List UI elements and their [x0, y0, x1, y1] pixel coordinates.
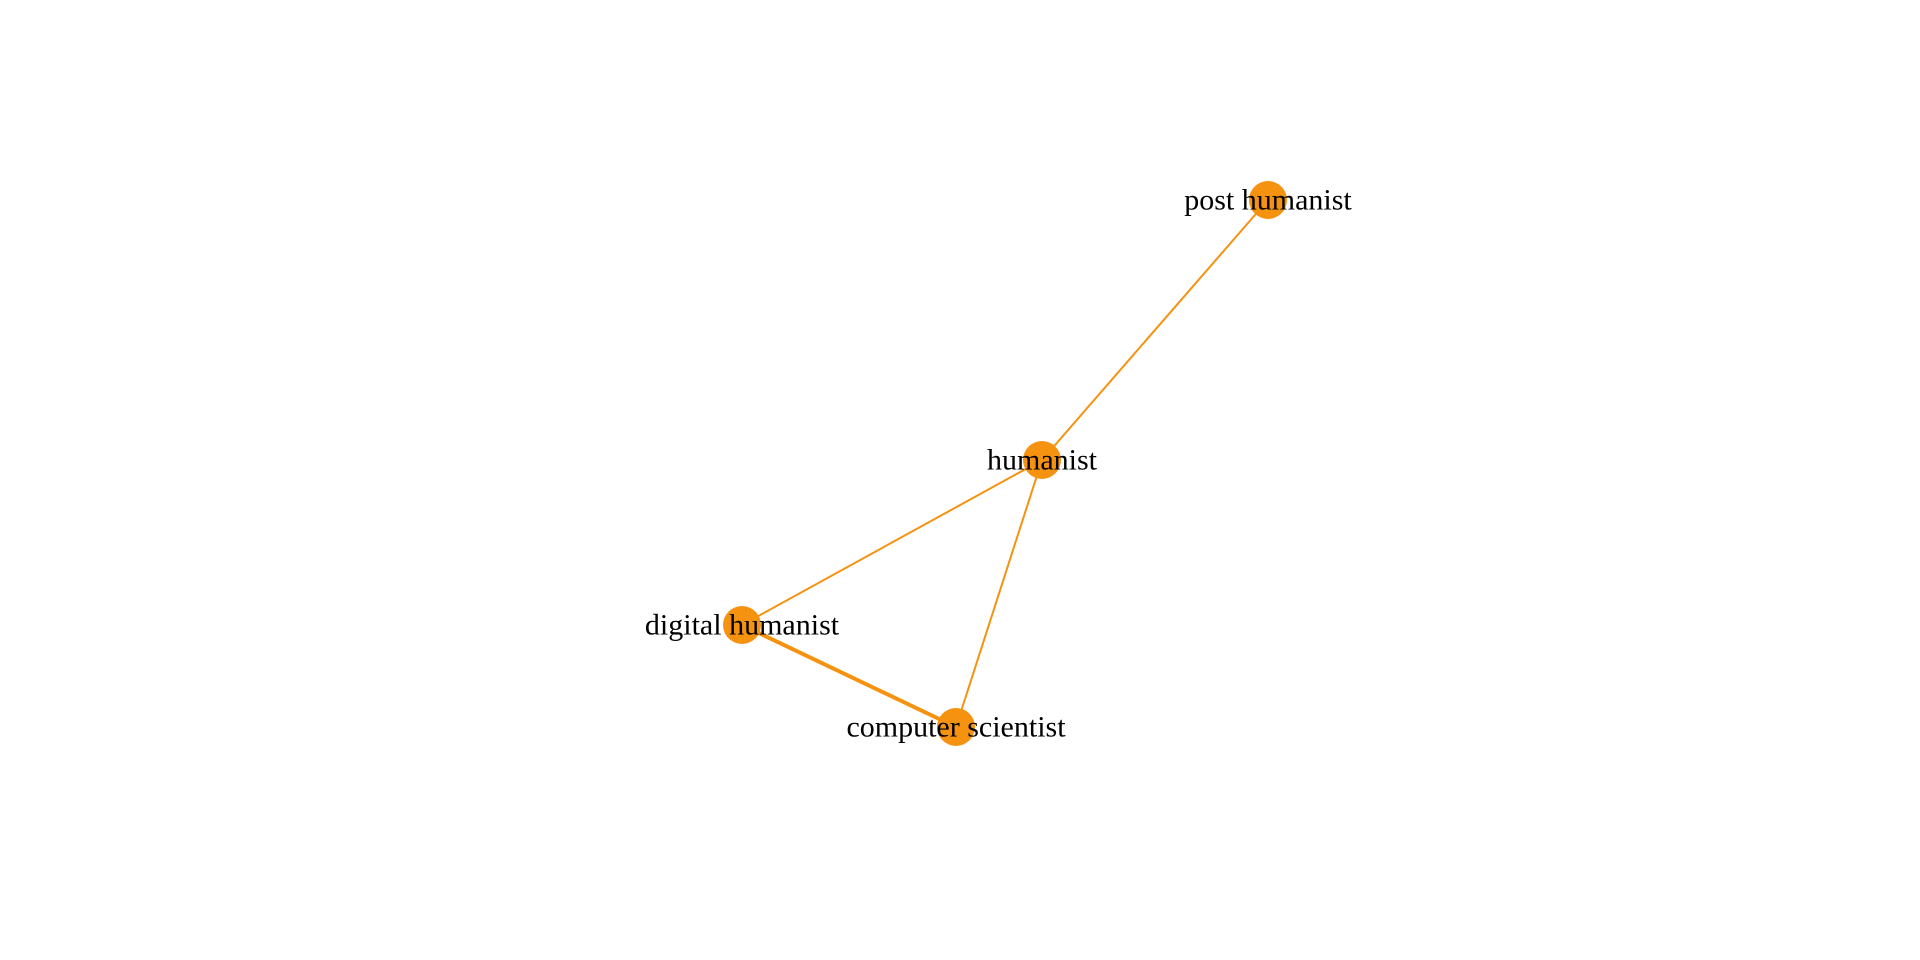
- node-label-computer-scientist: computer scientist: [846, 711, 1066, 744]
- edge-digital-humanist-computer-scientist: [741, 623, 957, 729]
- node-humanist: [1023, 441, 1061, 479]
- node-label-digital-humanist: digital humanist: [645, 609, 840, 642]
- edges-layer: [741, 199, 1269, 729]
- edge-humanist-post-humanist: [1041, 199, 1269, 461]
- edge-humanist-digital-humanist: [741, 459, 1043, 626]
- nodes-layer: [723, 181, 1287, 746]
- labels-layer: post humanist humanist digital humanist com…: [645, 184, 1352, 744]
- edge-humanist-computer-scientist: [955, 459, 1043, 728]
- node-label-post-humanist: post humanist: [1184, 184, 1352, 217]
- node-label-humanist: humanist: [987, 444, 1098, 477]
- node-computer-scientist: [937, 708, 975, 746]
- node-post-humanist: [1249, 181, 1287, 219]
- node-digital-humanist: [723, 606, 761, 644]
